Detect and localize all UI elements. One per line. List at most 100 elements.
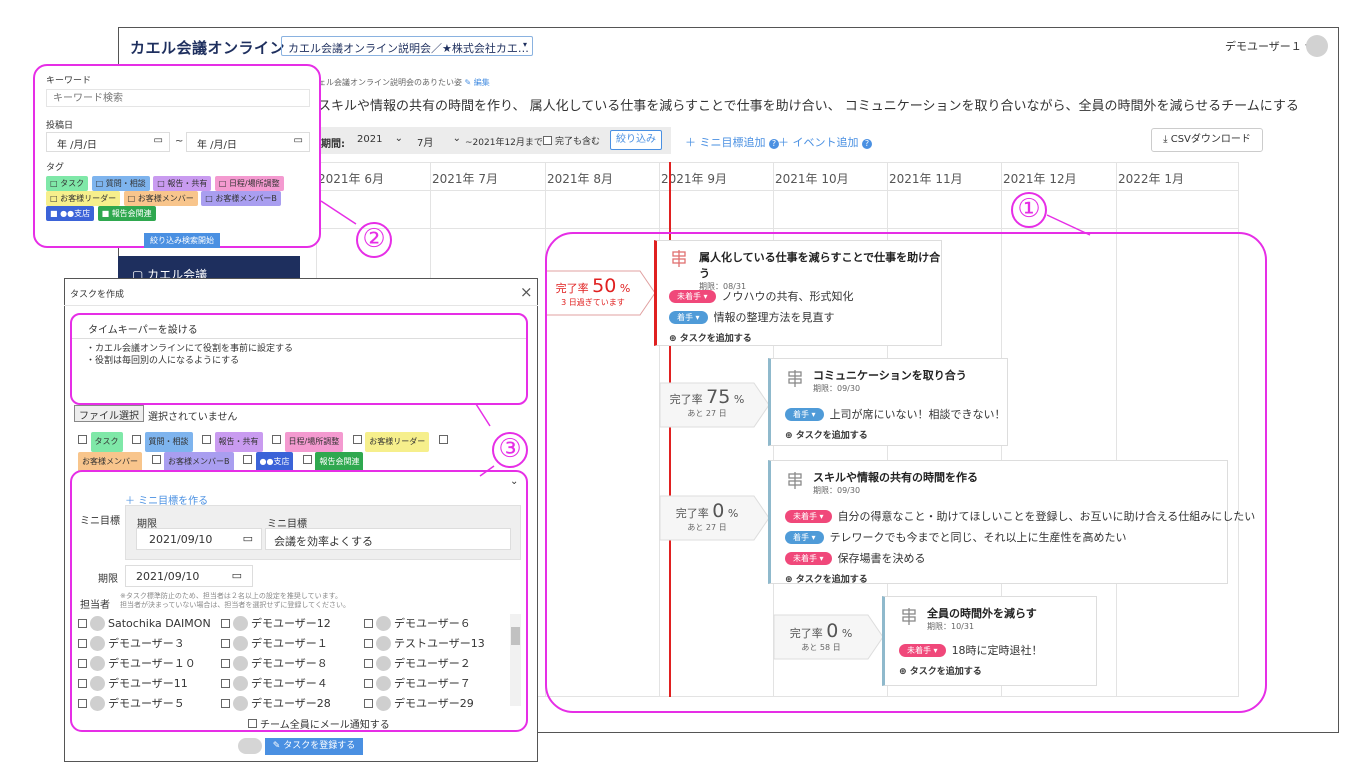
- assignee-option[interactable]: Satochika DAIMON: [78, 615, 221, 631]
- tag-checkbox[interactable]: タスク: [78, 432, 123, 452]
- tag-checkbox[interactable]: お客様リーダー: [352, 432, 430, 452]
- tag-checkbox[interactable]: □ お客様メンバーB: [201, 191, 281, 206]
- tag-checkbox[interactable]: ■ ●●支店: [46, 206, 95, 221]
- assignee-option[interactable]: デモユーザー１０: [78, 655, 221, 671]
- mini-goal-input[interactable]: 会議を効率よくする: [265, 528, 511, 550]
- assignee-option[interactable]: デモユーザー29: [364, 695, 507, 711]
- task-content-box: [70, 313, 528, 405]
- status-badge[interactable]: 未着手 ▾: [669, 289, 716, 303]
- add-mini-goal-link[interactable]: ＋ ミニ目標追加 ?: [685, 134, 779, 150]
- task-text[interactable]: ノウハウの共有、形式知化: [721, 290, 854, 303]
- status-badge[interactable]: 着手 ▾: [669, 310, 708, 324]
- download-icon: ⤓: [1163, 134, 1168, 145]
- task-title-input[interactable]: タイムキーパーを設ける: [88, 325, 198, 336]
- tag-checkbox[interactable]: 日程/場所調整: [272, 432, 344, 452]
- team-select-value: カエル会議オンライン説明会／★株式会社カエ…: [288, 42, 529, 55]
- deadline-input[interactable]: 2021/09/10 ▭: [125, 565, 253, 587]
- tag-checkbox[interactable]: ●●支店: [243, 452, 294, 472]
- add-task-link[interactable]: ⊕ タスクを追加する: [785, 431, 868, 441]
- calendar-icon: ▭: [242, 532, 253, 545]
- tag-checkbox[interactable]: 質問・相談: [132, 432, 193, 452]
- tag-checkbox[interactable]: □ 質問・相談: [91, 176, 150, 191]
- search-start-button[interactable]: 絞り込み検索開始: [144, 233, 220, 248]
- tag-checkbox[interactable]: ■ 報告会関連: [97, 206, 156, 221]
- csv-download-button[interactable]: ⤓ CSVダウンロード: [1151, 128, 1263, 152]
- goal-card[interactable]: スキルや情報の共有の時間を作る 期限：09/30 未着手 ▾自分の得意なこと・助…: [768, 460, 1255, 585]
- tag-checkbox[interactable]: □ タスク: [46, 176, 89, 191]
- tag-checkbox[interactable]: □ 報告・共有: [153, 176, 212, 191]
- assignee-option[interactable]: デモユーザー２: [364, 655, 507, 671]
- avatar: [90, 675, 105, 691]
- checkbox[interactable]: [543, 136, 552, 145]
- mini-goal-date-input[interactable]: 2021/09/10 ▭: [136, 528, 262, 550]
- task-text[interactable]: 上司が席にいない！相談できない！: [829, 408, 1006, 421]
- assignee-option[interactable]: デモユーザー28: [221, 695, 364, 711]
- vision-caption: ェル会議オンライン説明会のありたい姿 ✎ 編集: [318, 78, 490, 87]
- assignee-option[interactable]: デモユーザー６: [364, 615, 507, 631]
- assignee-option[interactable]: デモユーザー１: [221, 635, 364, 651]
- narrow-button[interactable]: 絞り込み: [610, 130, 662, 150]
- assignee-option[interactable]: デモユーザー12: [221, 615, 364, 631]
- chevron-down-icon: ⌄: [452, 133, 461, 144]
- checkbox[interactable]: [248, 719, 257, 728]
- until-text: ~2021年12月まで: [465, 138, 543, 148]
- goal-card[interactable]: コミュニケーションを取り合う 期限：09/30 着手 ▾上司が席にいない！相談で…: [768, 358, 1008, 446]
- assignee-option[interactable]: デモユーザー11: [78, 675, 221, 691]
- notify-all-checkbox[interactable]: チーム全員にメール通知する: [248, 716, 390, 731]
- create-mini-goal-link[interactable]: ＋ ミニ目標を作る: [125, 496, 209, 507]
- date-from-input[interactable]: 年 /月/日 ▭: [46, 132, 170, 152]
- task-body-textarea[interactable]: ・カエル会議オンラインにて役割を事前に設定する ・役割は毎回別の人になるようにす…: [86, 344, 294, 366]
- assignee-option[interactable]: デモユーザー４: [221, 675, 364, 691]
- month-select[interactable]: 7月 ⌄: [417, 133, 461, 149]
- tag-checkbox[interactable]: □ 日程/場所調整: [214, 176, 284, 191]
- year-select[interactable]: 2021 ⌄: [357, 133, 403, 145]
- task-text[interactable]: 自分の得意なこと・助けてほしいことを登録し、お互いに助け合える仕組みにしたい: [837, 510, 1256, 523]
- assignee-option[interactable]: デモユーザー８: [221, 655, 364, 671]
- task-text[interactable]: テレワークでも今までと同じ、それ以上に生産性を高めたい: [829, 531, 1127, 544]
- tag-checkbox[interactable]: 報告・共有: [202, 432, 263, 452]
- status-badge[interactable]: 着手 ▾: [785, 407, 824, 421]
- tag-checkbox[interactable]: お客様メンバーB: [151, 452, 234, 472]
- avatar: [90, 635, 105, 651]
- close-icon[interactable]: ×: [520, 283, 533, 301]
- user-avatar[interactable]: [1306, 35, 1328, 57]
- tag-checkbox[interactable]: □ お客様リーダー: [46, 191, 121, 206]
- goal-card[interactable]: 全員の時間外を減らす 期限：10/31 未着手 ▾18時に定時退社！ ⊕ タスク…: [882, 596, 1097, 686]
- assignee-option[interactable]: デモユーザー５: [78, 695, 221, 711]
- task-text[interactable]: 18時に定時退社！: [951, 644, 1043, 657]
- add-task-link[interactable]: ⊕ タスクを追加する: [669, 334, 752, 344]
- status-badge[interactable]: 未着手 ▾: [785, 551, 832, 565]
- app-logo[interactable]: カエル会議オンライン: [130, 39, 286, 57]
- status-badge[interactable]: 未着手 ▾: [899, 643, 946, 657]
- status-badge[interactable]: 未着手 ▾: [785, 509, 832, 523]
- edit-link[interactable]: ✎ 編集: [464, 78, 490, 87]
- callout-2-leader: [320, 200, 357, 225]
- tag-checkbox[interactable]: □ お客様メンバー: [123, 191, 198, 206]
- scrollbar-thumb[interactable]: [511, 627, 520, 645]
- date-to-input[interactable]: 年 /月/日 ▭: [186, 132, 310, 152]
- tag-checkbox[interactable]: お客様メンバー: [78, 434, 448, 472]
- add-event-link[interactable]: ＋ イベント追加 ?: [778, 134, 872, 150]
- help-icon: ?: [862, 139, 872, 149]
- status-badge[interactable]: 着手 ▾: [785, 530, 824, 544]
- keyword-input[interactable]: [46, 89, 310, 107]
- register-task-button[interactable]: ✎ タスクを登録する: [265, 738, 363, 755]
- assignee-option[interactable]: デモユーザー７: [364, 675, 507, 691]
- assignee-option[interactable]: デモユーザー３: [78, 635, 221, 651]
- file-select-button[interactable]: ファイル選択: [74, 405, 144, 422]
- task-text[interactable]: 情報の整理方法を見直す: [713, 311, 835, 324]
- team-select[interactable]: カエル会議オンライン説明会／★株式会社カエ… ▾: [281, 36, 533, 56]
- assignee-option[interactable]: テストユーザー13: [364, 635, 507, 651]
- task-text[interactable]: 保存場書を決める: [837, 552, 926, 565]
- add-task-link[interactable]: ⊕ タスクを追加する: [785, 575, 868, 585]
- include-done-checkbox[interactable]: 完了も含む: [543, 134, 600, 147]
- collapse-chevron-icon[interactable]: ⌄: [510, 476, 519, 487]
- calendar-icon: ▭: [153, 135, 163, 146]
- timeline-header-sep: [316, 190, 1239, 191]
- user-menu[interactable]: デモユーザー１ ▾: [1225, 38, 1311, 54]
- tag-checkbox[interactable]: 報告会関連: [302, 452, 364, 472]
- assignee-scrollbar[interactable]: [510, 614, 521, 706]
- add-task-link[interactable]: ⊕ タスクを追加する: [899, 667, 982, 677]
- goal-deadline: 期限：08/31: [699, 282, 747, 291]
- goal-card[interactable]: 属人化している仕事を減らすことで仕事を助け合う 期限：08/31 未着手 ▾ノウ…: [654, 240, 942, 346]
